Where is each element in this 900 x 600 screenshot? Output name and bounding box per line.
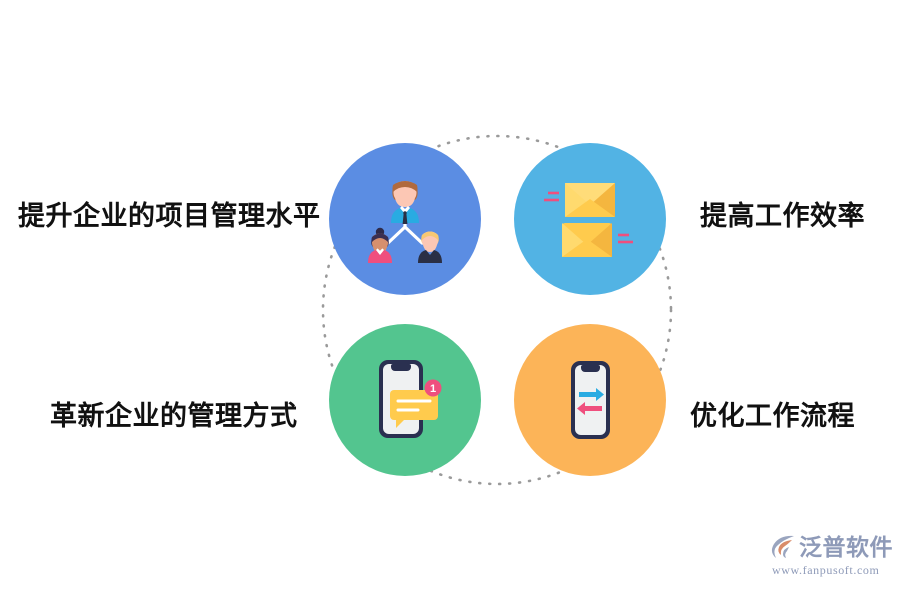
node-circle-bottom-right[interactable] bbox=[514, 324, 666, 476]
watermark-brand-row: 泛普软件 bbox=[770, 534, 893, 560]
node-circle-bottom-left[interactable]: 1 bbox=[329, 324, 481, 476]
label-top-left: 提升企业的项目管理水平 bbox=[18, 201, 321, 231]
fanpu-logo-mark bbox=[771, 535, 794, 558]
envelope-bottom bbox=[562, 223, 612, 257]
svg-text:1: 1 bbox=[430, 383, 436, 395]
label-top-right: 提高工作效率 bbox=[700, 201, 865, 231]
label-bottom-left: 革新企业的管理方式 bbox=[50, 401, 298, 431]
watermark-brand-text: 泛普软件 bbox=[799, 533, 893, 560]
arrow-right-blue bbox=[579, 388, 604, 401]
envelope-top bbox=[565, 183, 615, 217]
person-top bbox=[391, 181, 419, 224]
chat-bubble bbox=[390, 390, 438, 428]
person-bottom-left bbox=[368, 227, 392, 263]
smartphone bbox=[571, 361, 610, 439]
phone-chat-notification-icon: 1 bbox=[379, 360, 442, 438]
motion-lines-right bbox=[618, 233, 633, 244]
node-circle-top-left[interactable] bbox=[329, 143, 481, 295]
motion-lines-left bbox=[544, 191, 559, 202]
notification-badge: 1 bbox=[424, 379, 442, 397]
arrow-left-pink bbox=[577, 402, 602, 415]
node-circle-top-right[interactable] bbox=[514, 143, 666, 295]
watermark-url: www.fanpusoft.com bbox=[772, 563, 880, 577]
watermark-logo: 泛普软件 www.fanpusoft.com bbox=[770, 534, 894, 586]
two-envelopes-icon bbox=[544, 183, 633, 257]
team-org-chart-icon bbox=[368, 181, 442, 263]
label-bottom-right: 优化工作流程 bbox=[690, 401, 855, 431]
phone-transfer-arrows-icon bbox=[571, 361, 610, 439]
person-bottom-right bbox=[418, 231, 442, 263]
